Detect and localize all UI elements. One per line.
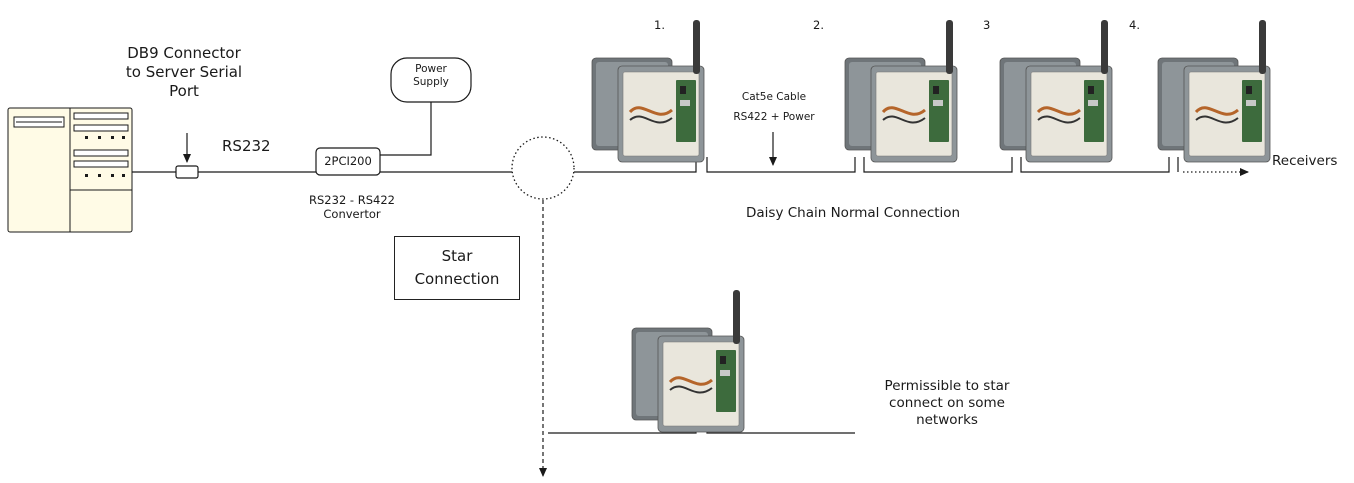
permissible-label: Permissible to star connect on some netw…	[862, 378, 1032, 429]
daisy-chain-label: Daisy Chain Normal Connection	[746, 205, 961, 221]
receiver-unit-2-icon	[844, 20, 958, 163]
receiver-unit-3-icon	[999, 20, 1113, 163]
rs232-label: RS232	[222, 137, 271, 155]
converter-description-line2: Convertor	[323, 207, 381, 222]
hub-circle	[511, 136, 575, 200]
receiver-unit-4-icon	[1157, 20, 1271, 163]
cable-label: Cat5e Cable RS422 + Power	[722, 88, 826, 128]
cable-label-line1: Cat5e Cable	[741, 91, 807, 103]
permissible-label-line1: Permissible to star	[884, 378, 1010, 394]
rs232-line	[132, 133, 316, 179]
converter-label: 2PCI200	[324, 154, 372, 168]
power-supply-label: Power Supply	[391, 63, 471, 89]
receiver-number-3: 3	[983, 18, 991, 32]
receiver-number-4: 4.	[1129, 18, 1140, 32]
star-connection-box: Star Connection	[394, 236, 520, 300]
power-supply-box	[390, 57, 472, 103]
power-line	[380, 102, 432, 156]
db9-label-line1: DB9 Connector	[127, 44, 241, 62]
star-connection-line2: Connection	[414, 270, 500, 289]
receiver-number-2: 2.	[813, 18, 824, 32]
receivers-label: Receivers	[1272, 153, 1338, 169]
converter-description-line1: RS232 - RS422	[309, 193, 395, 207]
receiver-unit-star-icon	[631, 290, 745, 433]
db9-label: DB9 Connector to Server Serial Port	[104, 44, 264, 100]
star-connection-line1: Star	[441, 247, 473, 265]
receiver-number-1: 1.	[654, 18, 665, 32]
power-supply-label-line2: Supply	[413, 76, 449, 89]
converter-box	[315, 147, 381, 176]
permissible-label-line3: networks	[916, 411, 978, 428]
receiver-unit-1-icon	[591, 20, 705, 163]
db9-label-line2: to Server Serial	[125, 62, 243, 81]
cable-label-line2: RS422 + Power	[733, 110, 815, 123]
converter-description: RS232 - RS422 Convertor	[302, 193, 402, 222]
server-cabinet-icon	[7, 107, 133, 233]
db9-label-line3: Port	[169, 81, 199, 100]
permissible-label-line2: connect on some	[889, 394, 1005, 411]
power-supply-label-line1: Power	[415, 63, 447, 75]
